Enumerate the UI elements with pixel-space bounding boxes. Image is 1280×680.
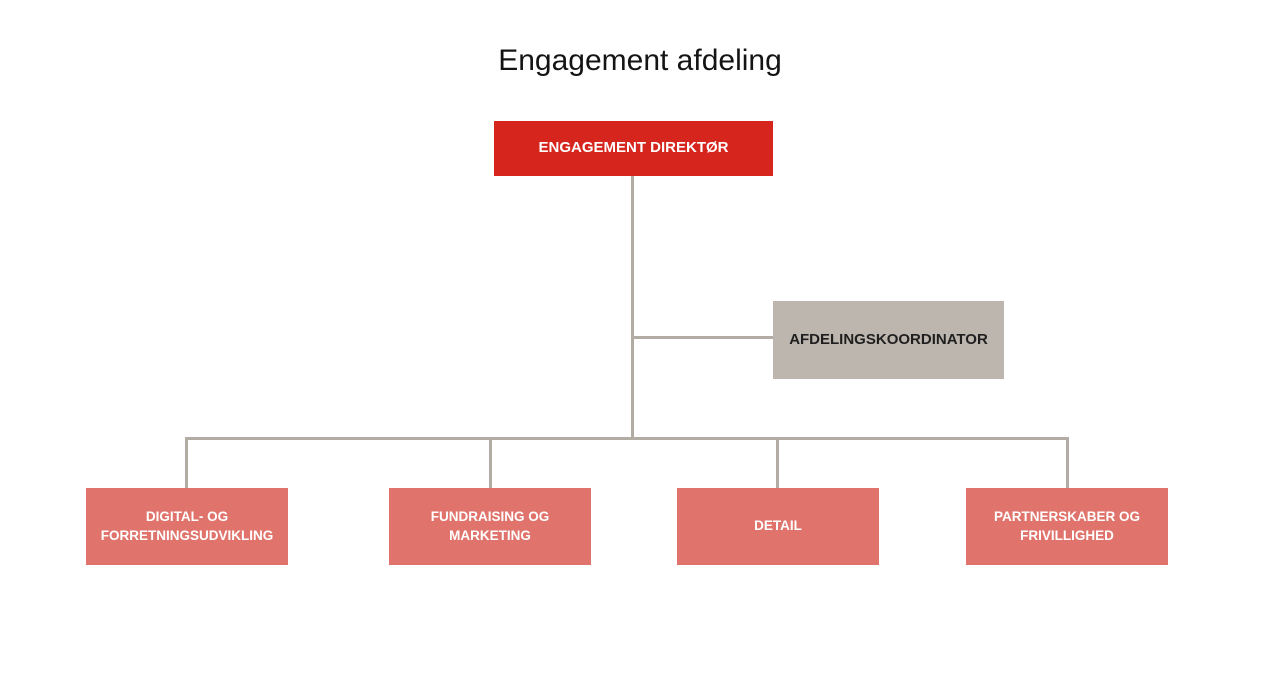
org-node-fundraising-og-marketing: FUNDRAISING OG MARKETING xyxy=(389,488,591,565)
connector-drop-detail xyxy=(776,437,779,488)
connector-drop-digital xyxy=(185,437,188,488)
connector-children-rail xyxy=(185,437,1069,440)
org-node-digital-og-forretningsudvikling: DIGITAL- OG FORRETNINGSUDVIKLING xyxy=(86,488,288,565)
org-node-detail: DETAIL xyxy=(677,488,879,565)
connector-drop-partnerskaber xyxy=(1066,437,1069,488)
connector-trunk xyxy=(631,176,634,440)
connector-assistant-branch xyxy=(631,336,773,339)
connector-drop-fundraising xyxy=(489,437,492,488)
chart-title: Engagement afdeling xyxy=(498,44,782,77)
org-node-coordinator: AFDELINGSKOORDINATOR xyxy=(773,301,1004,379)
org-node-director: ENGAGEMENT DIREKTØR xyxy=(494,121,773,176)
org-node-partnerskaber-og-frivillighed: PARTNERSKABER OG FRIVILLIGHED xyxy=(966,488,1168,565)
